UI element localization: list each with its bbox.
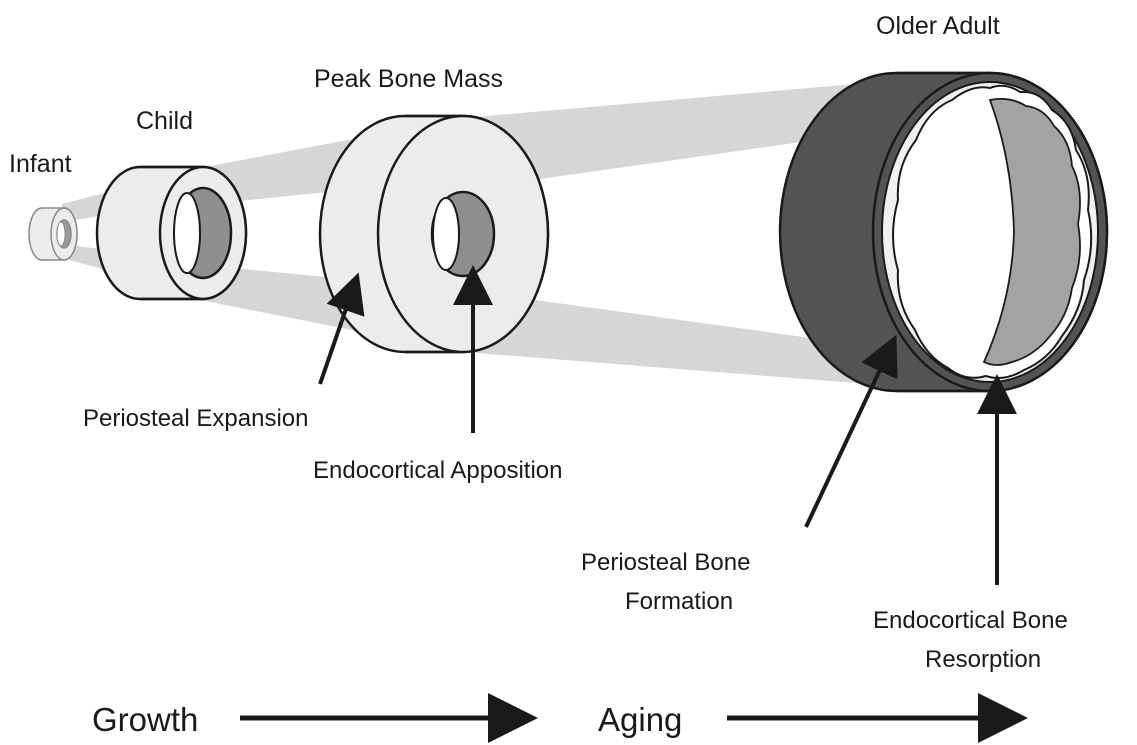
periosteal-bone-formation-label-line2: Formation [625, 588, 733, 615]
periosteal-expansion-label: Periosteal Expansion [83, 405, 308, 432]
endocortical-bone-resorption-label-line2: Resorption [925, 646, 1041, 673]
child-label: Child [136, 107, 193, 135]
aging-label: Aging [598, 701, 682, 738]
infant-bone-ring [29, 208, 77, 260]
endocortical-apposition-label: Endocortical Apposition [313, 457, 563, 484]
infant-label: Infant [9, 150, 72, 178]
older-adult-bone-ring [780, 73, 1107, 391]
growth-label: Growth [92, 701, 198, 738]
periosteal-bone-formation-label-line1: Periosteal Bone [581, 549, 750, 576]
endocortical-bone-resorption-label-line1: Endocortical Bone [873, 607, 1068, 634]
older-adult-label: Older Adult [876, 12, 1000, 40]
child-bone-ring [97, 167, 246, 299]
peak-bone-mass-label: Peak Bone Mass [314, 65, 503, 93]
peak-bone-mass-ring [320, 116, 548, 352]
